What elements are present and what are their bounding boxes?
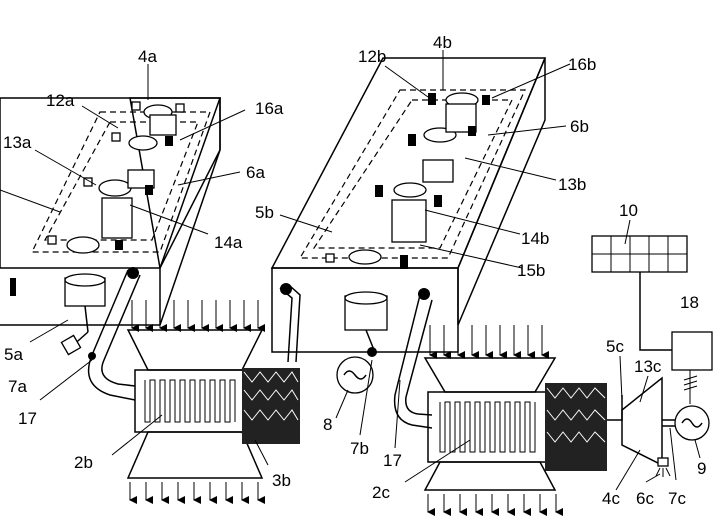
label-9: 9 [697, 459, 706, 478]
engine-block-b [270, 57, 547, 357]
label-7c: 7c [668, 489, 686, 508]
controller-18 [671, 331, 713, 404]
label-12b: 12b [358, 47, 386, 66]
label-2b: 2b [74, 453, 93, 472]
turbine-13c [607, 376, 676, 477]
label-17b: 17 [383, 451, 402, 470]
label-14b: 14b [521, 229, 549, 248]
panel-array-10 [591, 235, 688, 351]
label-14a: 14a [214, 233, 243, 252]
exhaust-pipe-a [87, 267, 141, 401]
generator-9 [674, 405, 710, 441]
label-13b: 13b [558, 175, 586, 194]
label-18: 18 [680, 293, 699, 312]
label-7b: 7b [350, 439, 369, 458]
label-4c: 4c [602, 489, 620, 508]
heat-exchanger-2c [423, 325, 607, 516]
coolant-pipe-b [289, 285, 301, 363]
label-6c: 6c [636, 489, 654, 508]
label-6a: 6a [246, 163, 265, 182]
label-13a: 13a [3, 133, 32, 152]
label-5c: 5c [606, 337, 624, 356]
label-12a: 12a [46, 91, 75, 110]
heat-exchanger-2b [126, 300, 300, 504]
label-3b: 3b [272, 471, 291, 490]
label-13c: 13c [634, 357, 662, 376]
label-16b: 16b [568, 55, 596, 74]
label-2c: 2c [372, 483, 390, 502]
label-7a: 7a [8, 377, 27, 396]
label-5b: 5b [255, 203, 274, 222]
label-6b: 6b [570, 117, 589, 136]
label-16a: 16a [255, 99, 284, 118]
reference-labels: 4a 12a 16a 13a 6a 14a 5a 7a 17 2b 3b 4b … [3, 33, 706, 508]
label-4a: 4a [138, 47, 157, 66]
label-15b: 15b [517, 261, 545, 280]
label-10: 10 [619, 201, 638, 220]
generator-8 [336, 356, 374, 394]
label-4b: 4b [433, 33, 452, 52]
engine-block-a [0, 97, 222, 356]
leader-lines [0, 50, 701, 491]
label-8: 8 [323, 415, 332, 434]
label-17a: 17 [18, 409, 37, 428]
label-5a: 5a [4, 345, 23, 364]
